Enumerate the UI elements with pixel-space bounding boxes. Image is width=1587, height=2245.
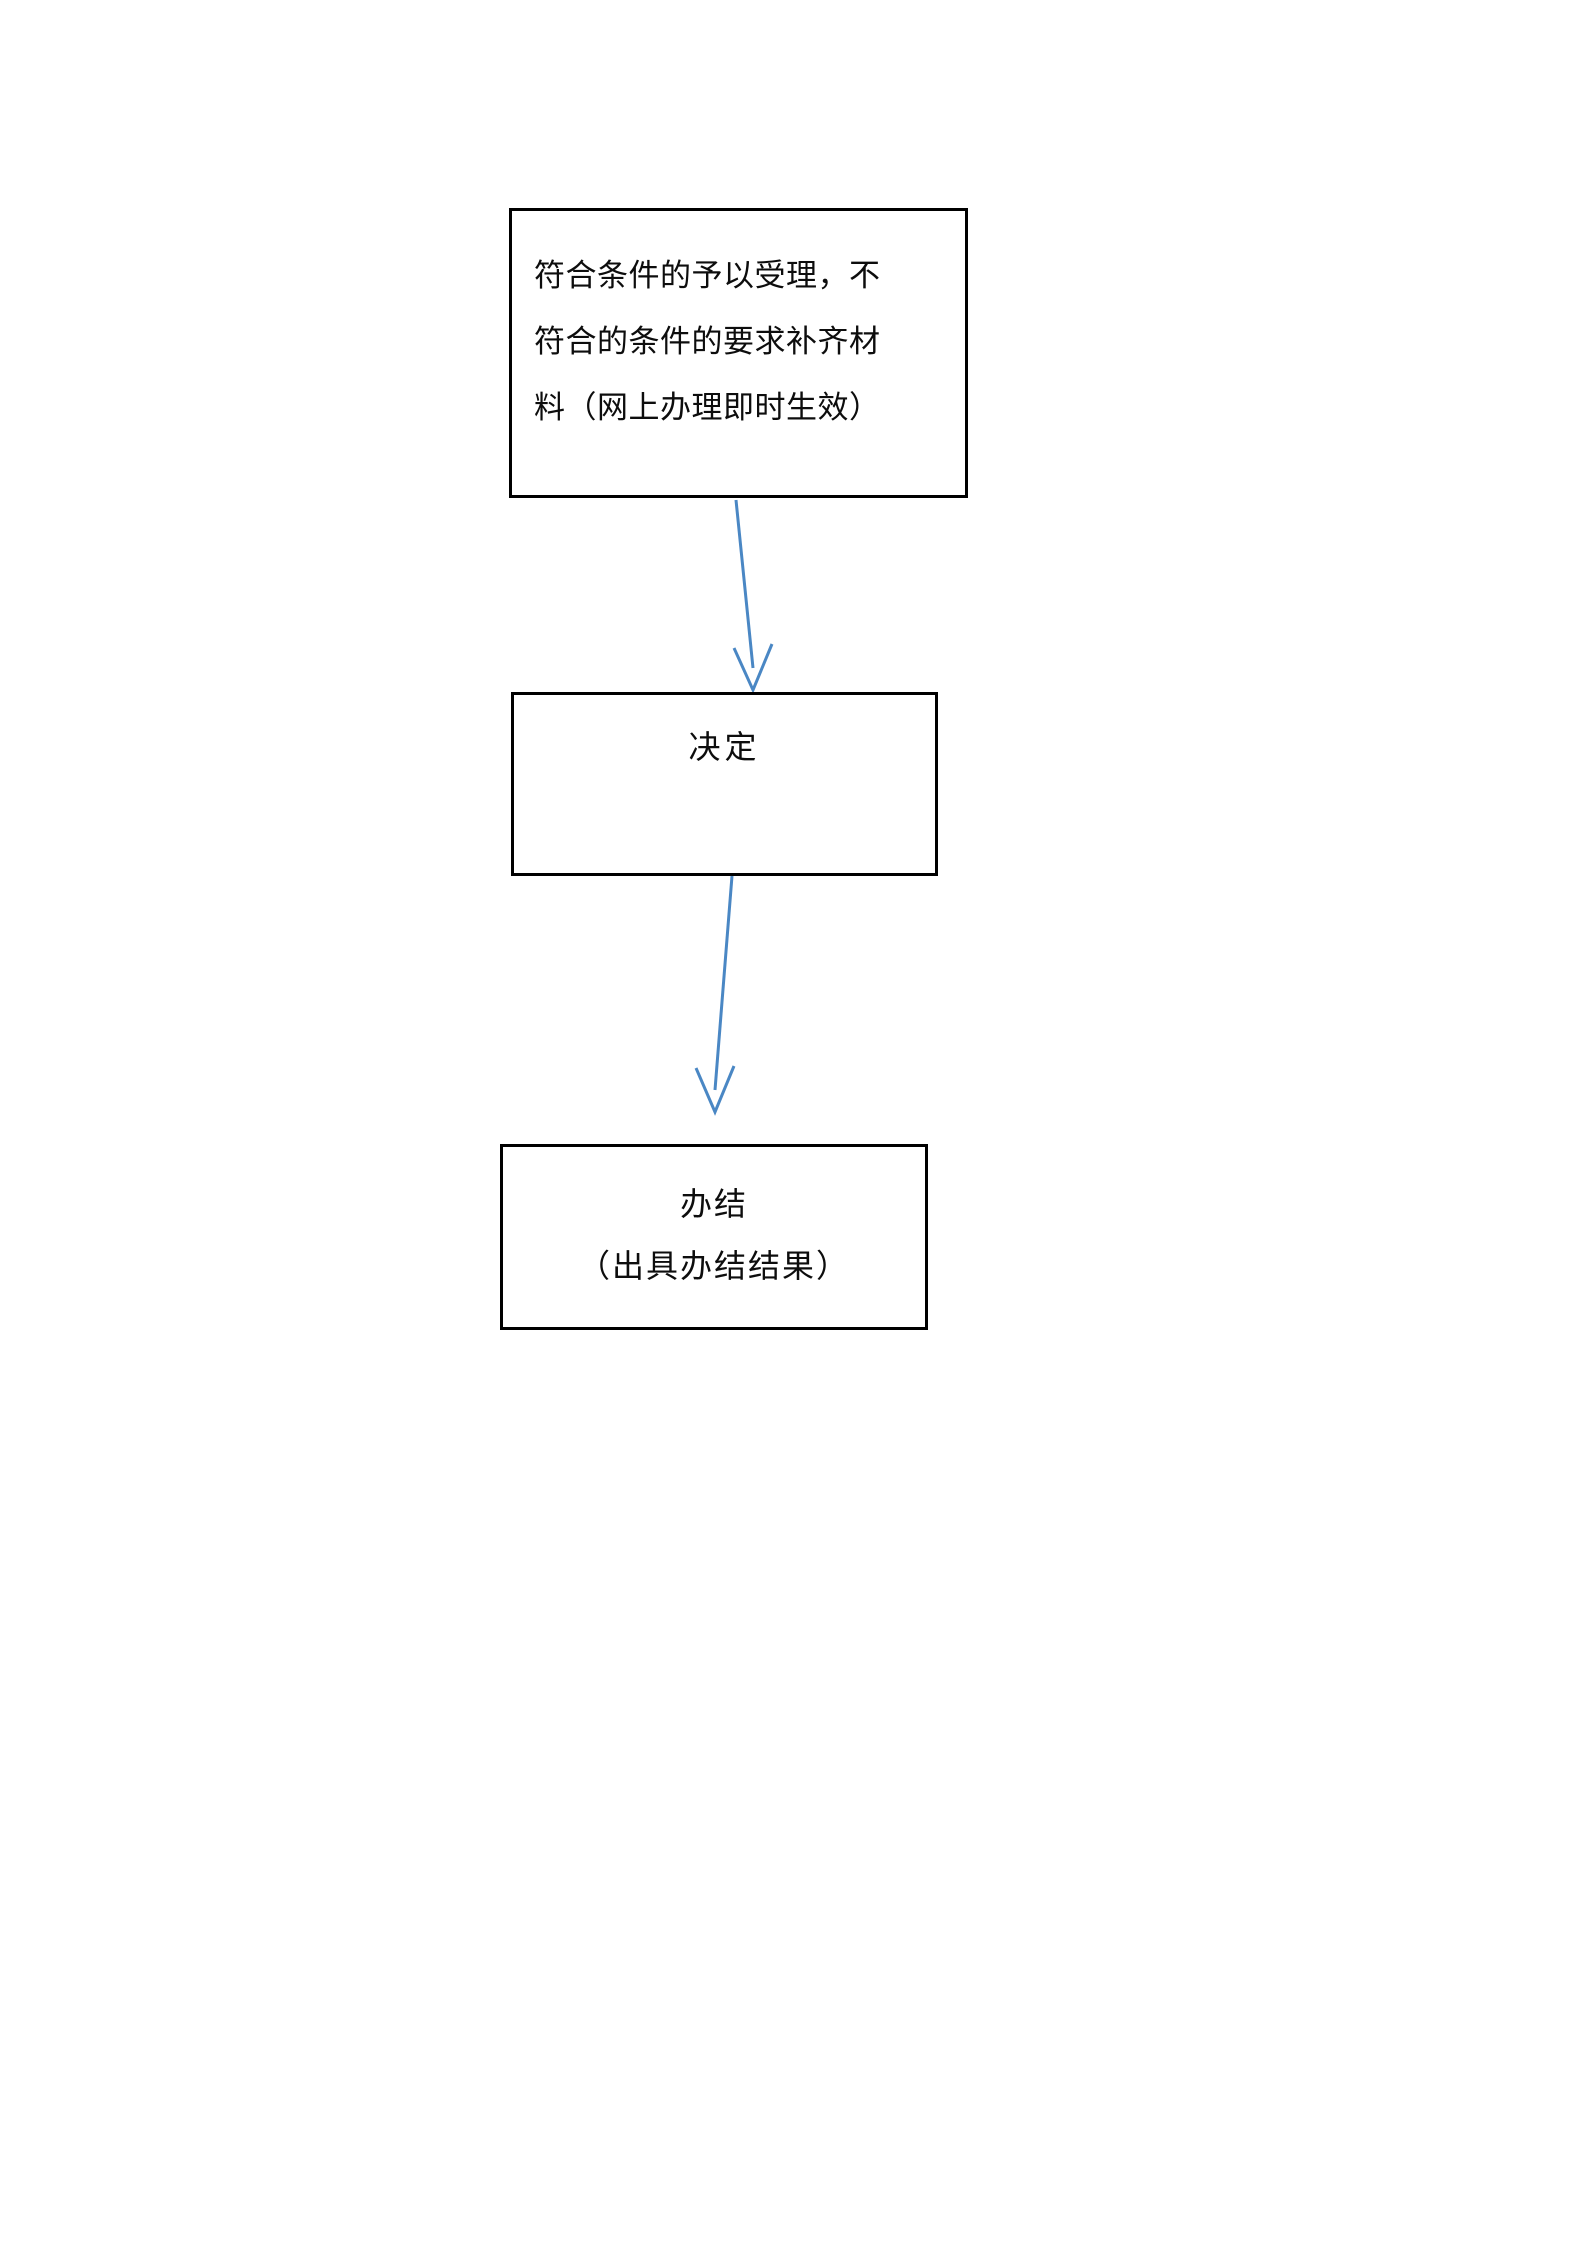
node-decision-line-1: 决定 bbox=[688, 729, 761, 765]
node-receive-line-2: 符合的条件的要求补齐材 bbox=[534, 324, 881, 359]
arrow-shaft bbox=[734, 499, 755, 669]
node-decision-text: 决定 bbox=[688, 723, 760, 771]
flowchart-node-done[interactable]: 办结 （出具办结结果） bbox=[500, 1144, 928, 1330]
node-receive-line-1: 符合条件的予以受理，不 bbox=[534, 258, 881, 293]
node-done-text: 办结 （出具办结结果） bbox=[578, 1173, 850, 1297]
arrow-shaft bbox=[713, 875, 734, 1091]
flowchart-node-decision[interactable]: 决定 bbox=[511, 692, 938, 876]
node-done-line-2: （出具办结结果） bbox=[577, 1248, 850, 1284]
node-receive-line-3: 料（网上办理即时生效） bbox=[534, 390, 881, 425]
arrow-head-icon bbox=[694, 1065, 736, 1116]
node-done-line-1: 办结 bbox=[679, 1186, 748, 1222]
node-receive-text: 符合条件的予以受理，不 符合的条件的要求补齐材 料（网上办理即时生效） bbox=[534, 225, 943, 441]
flowchart-node-receive[interactable]: 符合条件的予以受理，不 符合的条件的要求补齐材 料（网上办理即时生效） bbox=[509, 208, 968, 498]
arrow-head-icon bbox=[732, 643, 774, 694]
